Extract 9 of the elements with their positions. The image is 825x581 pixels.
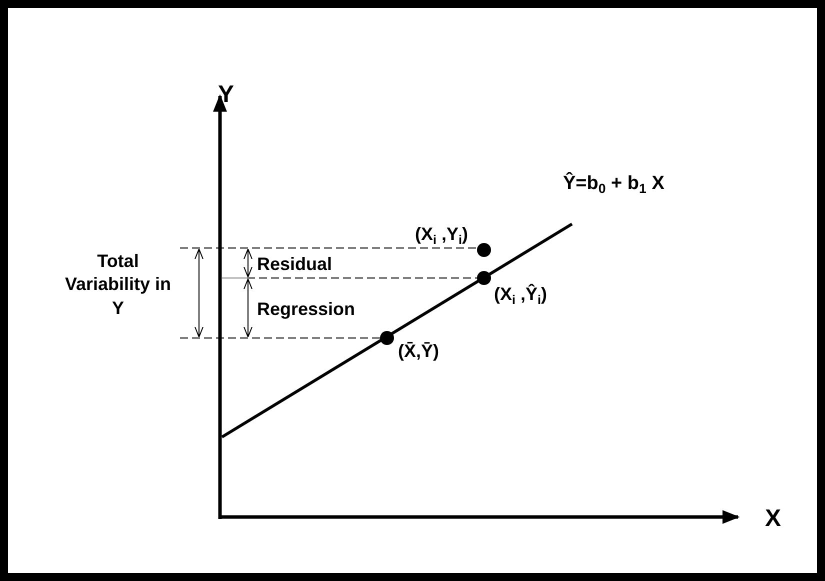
dimension-label: Total Variability in Y: [64, 250, 172, 320]
dimension-label: Residual: [257, 255, 332, 275]
point-label: (X$_{i}$ ,Ŷ$_{i}$): [494, 285, 548, 308]
point-label: (X$_{i}$ ,Y$_{i}$): [415, 225, 468, 248]
point-label: (X̄,Ȳ): [398, 342, 440, 362]
axis-label: Y: [218, 82, 234, 108]
axis-label: X: [765, 506, 781, 532]
regression-equation: Ŷ=b$_{0}$ + b$_{1}$ X: [563, 174, 664, 197]
dimension-label: Regression: [257, 300, 356, 320]
